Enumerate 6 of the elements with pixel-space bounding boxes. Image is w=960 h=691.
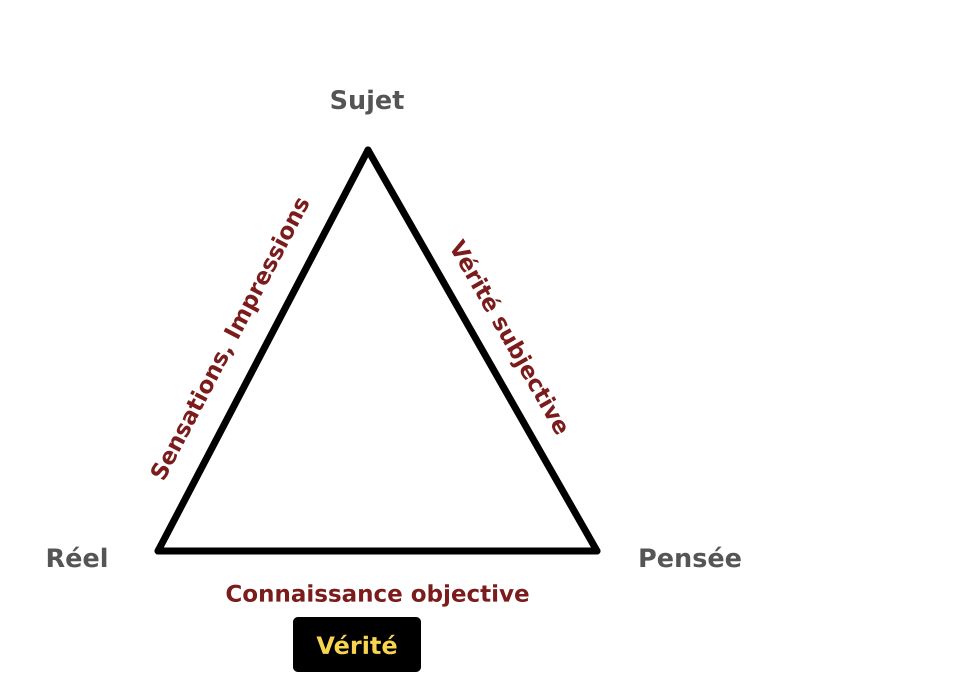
edge-label: Connaissance objective <box>226 584 529 607</box>
vertex-label: Pensée <box>640 546 741 568</box>
vertex-label: Sujet <box>331 90 404 114</box>
triangle-side <box>154 548 600 554</box>
label-box: Vérité <box>293 617 421 672</box>
vertex-label: Réel <box>48 546 106 568</box>
